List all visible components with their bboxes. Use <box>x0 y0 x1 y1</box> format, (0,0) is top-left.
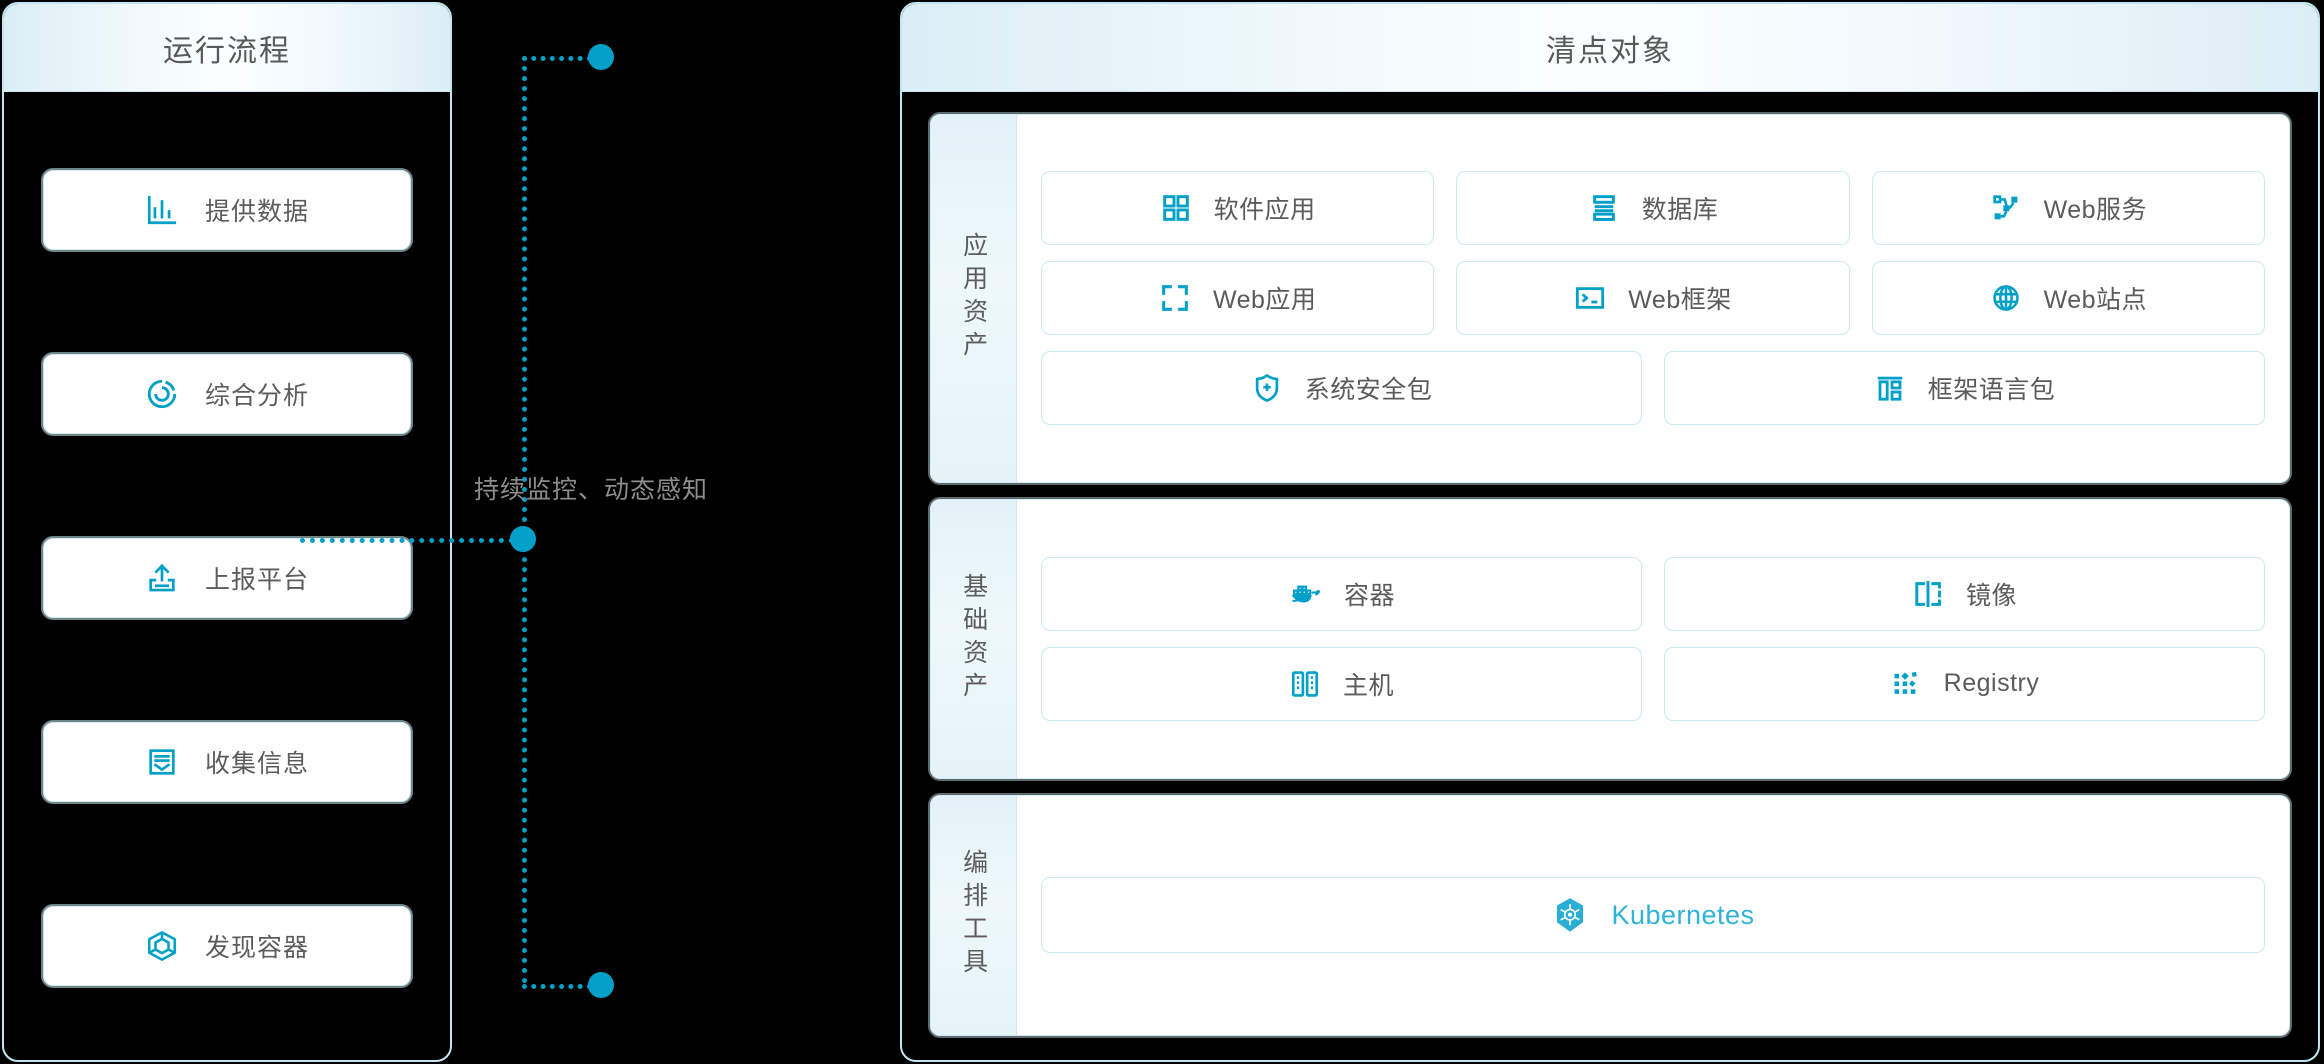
card-row: Kubernetes <box>1041 877 2265 954</box>
group-label-text: 编排工具 <box>959 849 988 982</box>
group-orchestration-tools: 编排工具 <box>930 794 2290 1036</box>
group-label-infrastructure-assets: 基础资产 <box>931 499 1017 778</box>
card-label: 镜像 <box>1965 581 2017 610</box>
card-label: 主机 <box>1342 671 1394 700</box>
connector-endpoint-bottom <box>588 972 614 998</box>
card-label: 容器 <box>1343 581 1395 610</box>
group-grid-orchestration-tools: Kubernetes <box>1017 796 2289 1035</box>
card-kubernetes[interactable]: Kubernetes <box>1041 877 2265 954</box>
inventory-panel-header: 清点对象 <box>902 4 2318 92</box>
grid-four-icon <box>1160 192 1192 224</box>
docker-whale-icon <box>1288 577 1322 611</box>
connector-dashed-line-middle <box>300 538 524 543</box>
inventory-panel: 清点对象 应用资产 <box>900 2 2320 1062</box>
card-label: 框架语言包 <box>1927 376 2056 405</box>
connector-dashed-line-bottom <box>522 984 592 989</box>
flow-item-collect-info[interactable]: 收集信息 <box>43 722 411 802</box>
flow-panel-title: 运行流程 <box>163 34 291 68</box>
card-database[interactable]: 数据库 <box>1456 171 1850 246</box>
group-grid-application-assets: 软件应用 数据库 <box>1017 115 2289 482</box>
card-label: Registry <box>1943 669 2040 698</box>
card-web-framework[interactable]: Web框架 <box>1456 261 1850 336</box>
card-registry[interactable]: Registry <box>1664 646 2265 721</box>
flow-item-comprehensive-analysis[interactable]: 综合分析 <box>43 354 411 434</box>
cube-icon <box>145 929 179 963</box>
group-label-text: 基础资产 <box>959 572 988 705</box>
card-label: 软件应用 <box>1213 196 1316 225</box>
card-system-security-package[interactable]: 系统安全包 <box>1041 351 1642 426</box>
dot-grid-icon <box>1890 668 1922 700</box>
globe-icon <box>1990 282 2022 314</box>
flow-item-discover-container[interactable]: 发现容器 <box>43 906 411 986</box>
flow-item-label: 上报平台 <box>204 566 309 594</box>
kubernetes-helm-icon <box>1551 896 1589 934</box>
connector-label: 持续监控、动态感知 <box>474 476 709 504</box>
bar-chart-icon <box>145 193 179 227</box>
card-web-application[interactable]: Web应用 <box>1041 261 1435 336</box>
card-label: Web应用 <box>1212 286 1317 315</box>
flow-item-provide-data[interactable]: 提供数据 <box>43 170 411 250</box>
card-label: Kubernetes <box>1611 899 1755 930</box>
layout-blocks-icon <box>1874 372 1906 404</box>
card-web-service[interactable]: Web服务 <box>1871 171 2265 246</box>
group-label-application-assets: 应用资产 <box>931 115 1017 482</box>
card-software-application[interactable]: 软件应用 <box>1041 171 1435 246</box>
inventory-panel-body: 应用资产 软件应用 <box>902 92 2318 1060</box>
card-label: Web服务 <box>2043 196 2148 225</box>
group-infrastructure-assets: 基础资产 <box>930 498 2290 779</box>
connector-junction-dot <box>510 526 536 552</box>
shield-plus-icon <box>1251 372 1283 404</box>
card-label: 数据库 <box>1641 196 1719 225</box>
flow-item-label: 提供数据 <box>204 198 309 226</box>
card-host[interactable]: 主机 <box>1041 646 1642 721</box>
group-label-text: 应用资产 <box>959 232 988 365</box>
group-application-assets: 应用资产 软件应用 <box>930 114 2290 483</box>
card-row: Web应用 Web框架 <box>1041 261 2265 336</box>
inbox-icon <box>145 745 179 779</box>
connector-dashed-line-vertical <box>522 56 527 984</box>
card-label: Web框架 <box>1628 286 1732 315</box>
inventory-panel-title: 清点对象 <box>1546 34 1674 68</box>
connector-group: 持续监控、动态感知 <box>300 0 900 1064</box>
group-label-orchestration-tools: 编排工具 <box>931 795 1017 1035</box>
card-row: 软件应用 数据库 <box>1041 171 2265 246</box>
image-brackets-icon <box>1912 578 1944 610</box>
flow-item-label: 综合分析 <box>204 382 309 410</box>
scan-brackets-icon <box>1159 282 1191 314</box>
flow-item-label: 发现容器 <box>204 934 309 962</box>
terminal-icon <box>1574 282 1606 314</box>
card-label: Web站点 <box>2043 286 2148 315</box>
upload-icon <box>145 561 179 595</box>
card-web-site[interactable]: Web站点 <box>1871 261 2265 336</box>
card-framework-language-package[interactable]: 框架语言包 <box>1664 351 2265 426</box>
pie-chart-icon <box>145 377 179 411</box>
card-row: 主机 <box>1041 646 2265 721</box>
flow-item-report-platform[interactable]: 上报平台 <box>43 538 411 618</box>
database-icon <box>1588 192 1620 224</box>
connector-dashed-line-top <box>522 56 592 61</box>
card-container[interactable]: 容器 <box>1041 556 1642 631</box>
card-image[interactable]: 镜像 <box>1664 556 2265 631</box>
server-rack-icon <box>1289 668 1321 700</box>
group-grid-infrastructure-assets: 容器 镜像 <box>1017 500 2289 778</box>
card-row: 容器 镜像 <box>1041 556 2265 631</box>
flow-item-label: 收集信息 <box>204 750 309 778</box>
node-branch-icon <box>1990 192 2022 224</box>
flow-panel-body: 提供数据 综合分析 <box>4 92 450 1060</box>
connector-endpoint-top <box>588 44 614 70</box>
flow-panel-header: 运行流程 <box>4 4 450 92</box>
flow-panel: 运行流程 提供数据 <box>2 2 452 1062</box>
card-row: 系统安全包 框架语言包 <box>1041 351 2265 426</box>
card-label: 系统安全包 <box>1304 376 1433 405</box>
